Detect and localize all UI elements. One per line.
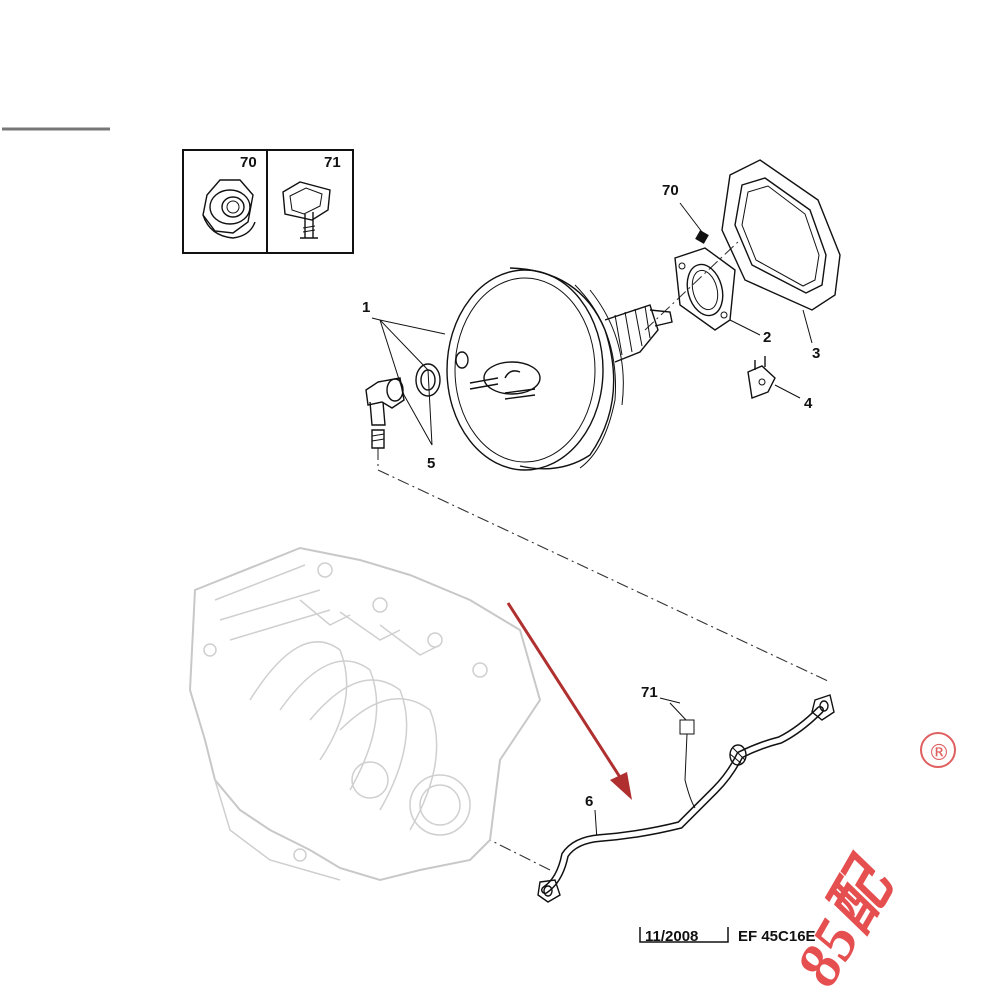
vacuum-hose bbox=[537, 694, 835, 903]
clip-71-marker bbox=[669, 702, 696, 809]
callout-2: 2 bbox=[763, 329, 771, 346]
callout-3: 3 bbox=[812, 345, 820, 362]
callout-6: 6 bbox=[585, 793, 593, 810]
legend-number-70: 70 bbox=[240, 154, 257, 171]
intake-manifold bbox=[188, 546, 542, 882]
gasket-plate bbox=[674, 247, 736, 331]
flange-nut-icon bbox=[202, 179, 256, 239]
registered-mark-circle bbox=[920, 732, 956, 768]
brake-booster bbox=[446, 267, 673, 471]
check-valve bbox=[365, 363, 441, 449]
leader-lines bbox=[371, 202, 813, 841]
watermark-text: 85配 bbox=[783, 847, 909, 997]
highlight-arrow bbox=[506, 602, 632, 800]
footer-date: 11/2008 bbox=[645, 928, 698, 945]
callout-5: 5 bbox=[427, 455, 435, 472]
callout-1: 1 bbox=[362, 299, 370, 316]
callout-4: 4 bbox=[804, 395, 813, 412]
legend-number-71: 71 bbox=[324, 154, 341, 171]
footer: 11/2008 EF 45C16E bbox=[639, 927, 816, 945]
legend-box: 70 71 bbox=[182, 149, 354, 254]
bracket-clip bbox=[747, 356, 776, 399]
nut-70-marker bbox=[695, 230, 709, 244]
footer-ref: EF 45C16E bbox=[738, 928, 816, 945]
octagonal-seal bbox=[721, 159, 841, 311]
callout-70: 70 bbox=[662, 182, 679, 199]
watermark: 85配 ® bbox=[783, 732, 956, 997]
registered-mark: ® bbox=[928, 741, 950, 766]
hose-clip-icon bbox=[282, 181, 331, 239]
callout-71: 71 bbox=[641, 684, 658, 701]
